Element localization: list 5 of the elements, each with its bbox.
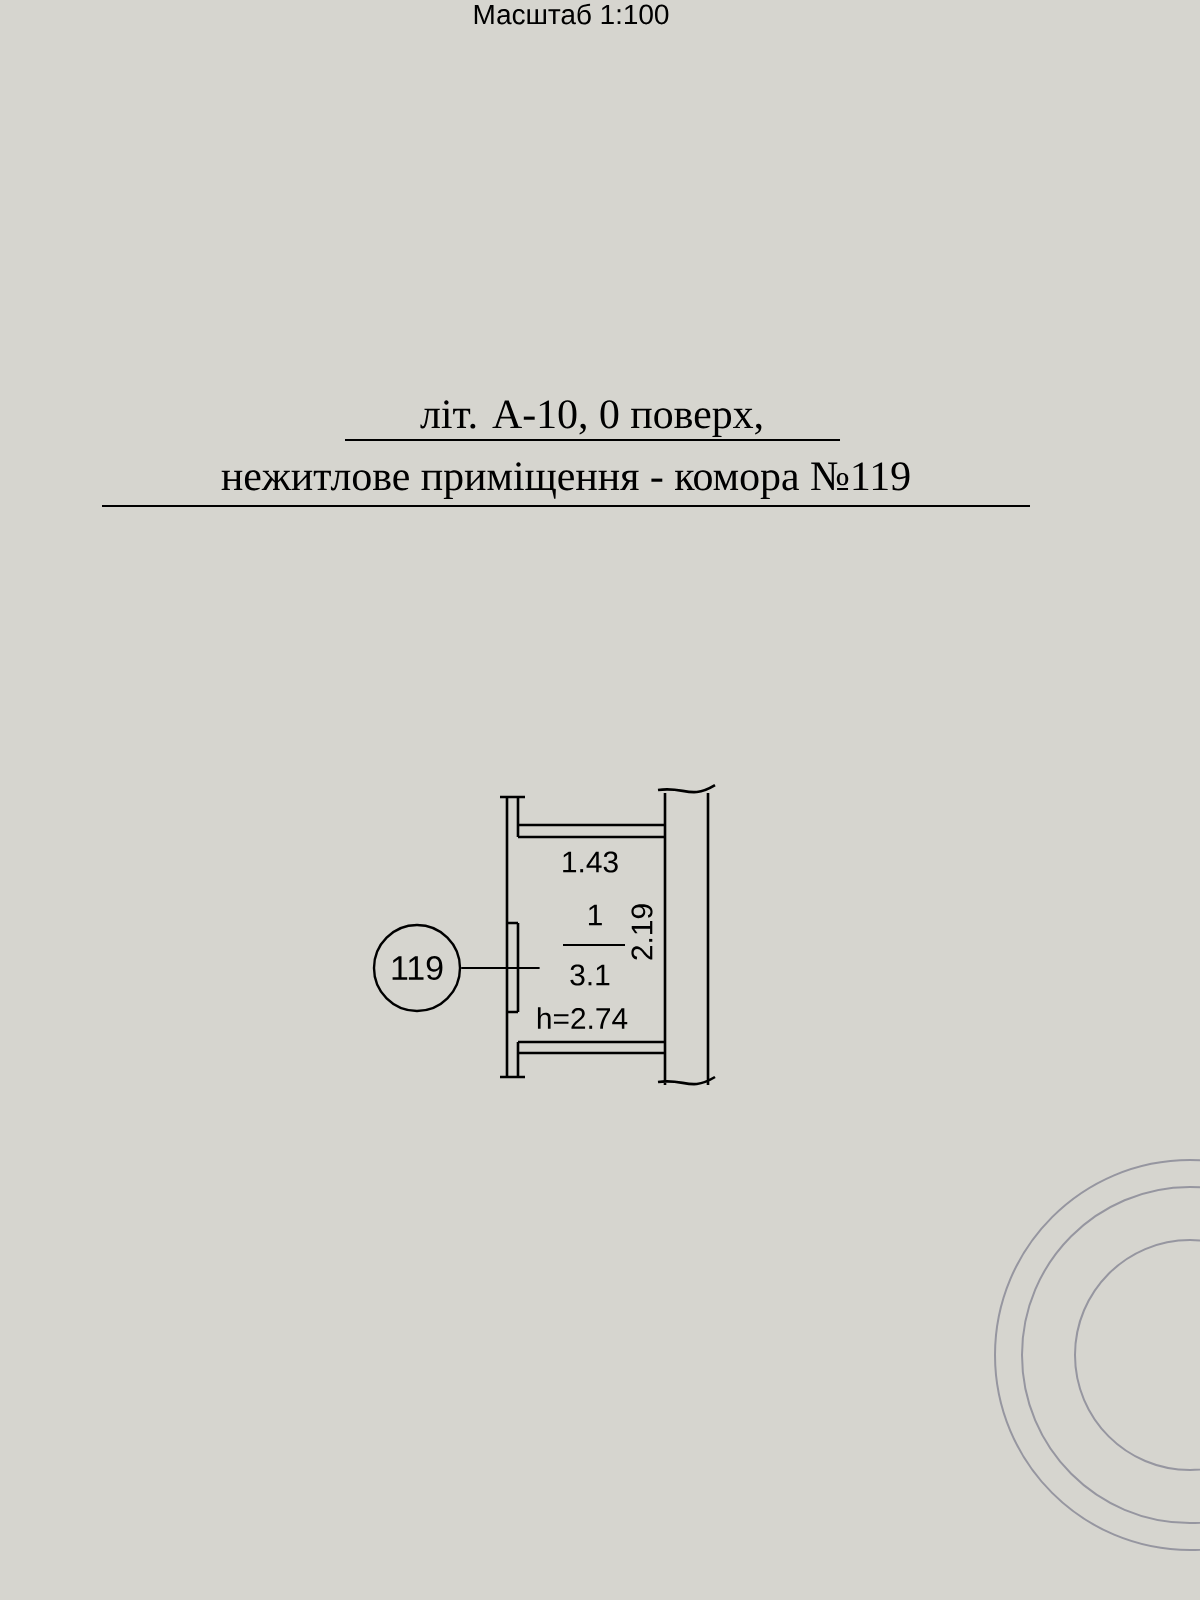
leader-line [460,967,541,969]
plan-title: літ. А-10, 0 поверх, [420,400,762,437]
plan-subtitle: нежитлове приміщення - комора №119 [221,462,910,499]
scale-label: Масштаб 1:100 [474,3,669,25]
room-plan: 1.43 1 3.1 2.19 h=2.74 [537,851,653,1029]
